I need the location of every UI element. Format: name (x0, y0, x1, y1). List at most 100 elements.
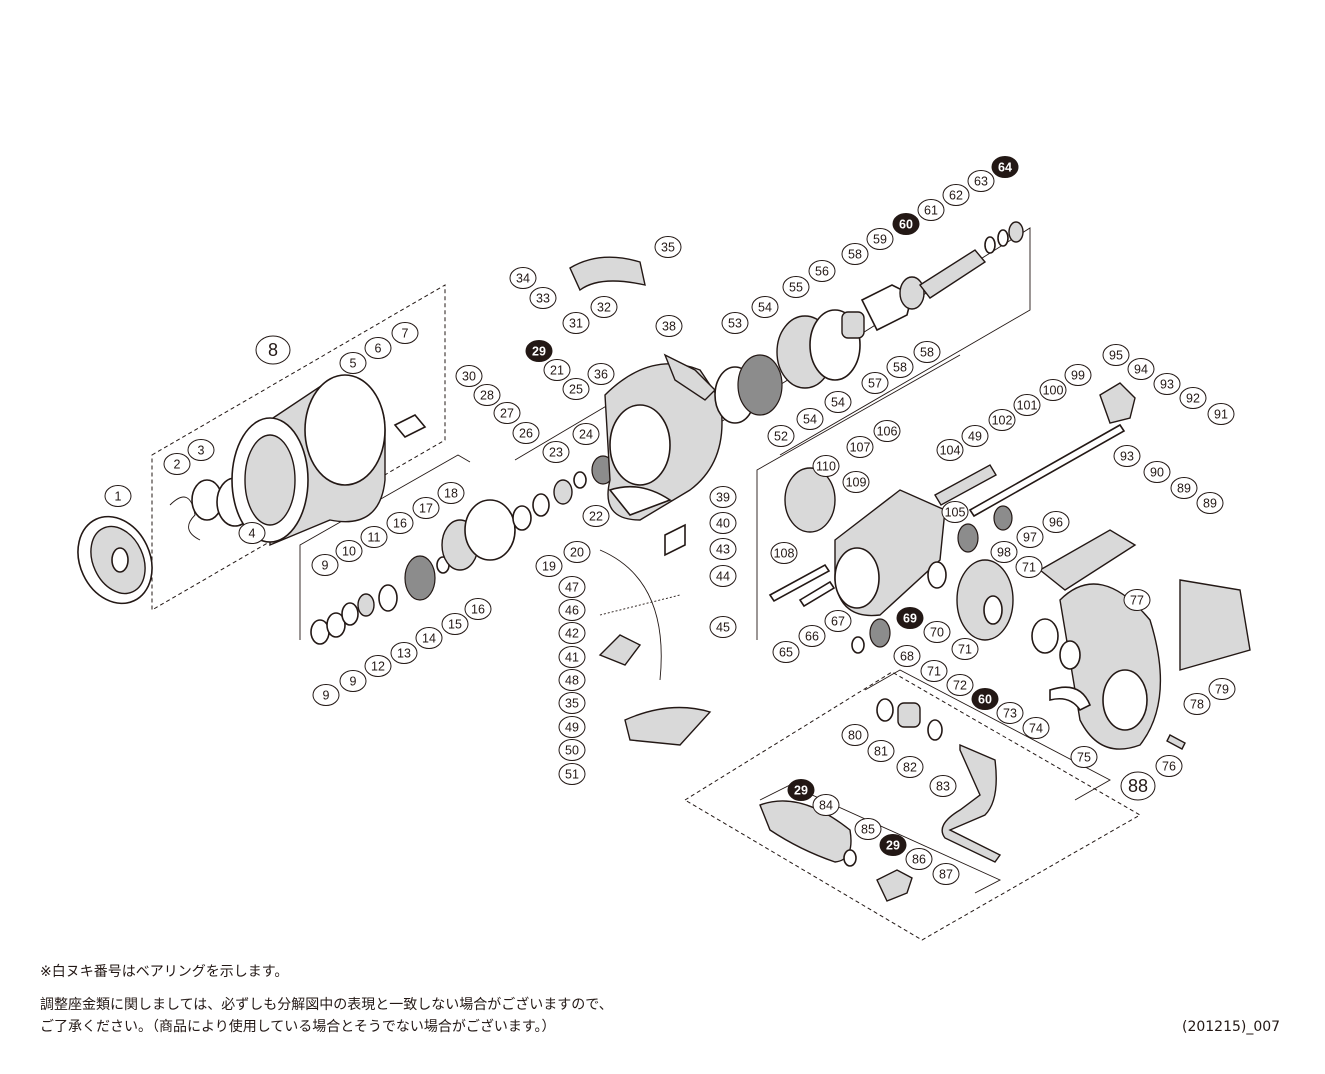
handle-side-box (864, 669, 1111, 801)
part-callout: 13 (390, 642, 418, 664)
callout-circle (563, 541, 591, 563)
callout-circle (767, 425, 795, 447)
callout-circle (920, 660, 948, 682)
diagram-code: (201215)_007 (1182, 1019, 1281, 1035)
callout-circle (464, 598, 492, 620)
part-callout: 108 (770, 542, 798, 564)
callout-number: 16 (471, 603, 485, 617)
part-callout: 54 (824, 391, 852, 413)
callout-number: 23 (549, 446, 563, 460)
callout-number: 60 (899, 218, 913, 232)
part-callout: 101 (1013, 394, 1041, 416)
callout-number: 57 (868, 377, 882, 391)
callout-circle (941, 501, 969, 523)
callout-number: 58 (893, 361, 907, 375)
part-callout: 9 (339, 670, 367, 692)
callout-number: 71 (927, 665, 941, 679)
callout-number: 96 (1049, 516, 1063, 530)
callout-number: 54 (831, 396, 845, 410)
part-callout: 4 (238, 522, 266, 544)
callout-number: 33 (536, 292, 550, 306)
callout-circle (929, 775, 957, 797)
bearing-callout: 64 (991, 156, 1019, 178)
part-callout: 90 (1143, 461, 1171, 483)
callout-number: 34 (516, 272, 530, 286)
part-callout: 23 (542, 441, 570, 463)
callout-circle (751, 296, 779, 318)
part-callout: 63 (967, 170, 995, 192)
callout-number: 29 (532, 345, 546, 359)
part-callout: 50 (558, 739, 586, 761)
part-callout: 30 (455, 365, 483, 387)
bail-spring (599, 594, 681, 616)
callout-number: 73 (1003, 707, 1017, 721)
callout-number: 38 (662, 320, 676, 334)
callout-circle (1113, 445, 1141, 467)
callout-number: 84 (819, 799, 833, 813)
part-callout: 58 (913, 341, 941, 363)
bearing-note: ※白ヌキ番号はベアリングを示します。 (40, 964, 289, 980)
drive-gear (956, 559, 1014, 641)
body-cover (1038, 529, 1251, 750)
part-callout: 102 (988, 409, 1016, 431)
part-callout: 100 (1039, 379, 1067, 401)
callout-number: 30 (462, 370, 476, 384)
callout-number: 78 (1190, 698, 1204, 712)
callout-circle (587, 363, 615, 385)
line-roller-arm (569, 256, 646, 292)
callout-circle (812, 794, 840, 816)
callout-number: 72 (953, 679, 967, 693)
bearing-callout: 29 (879, 834, 907, 856)
callout-number: 61 (924, 204, 938, 218)
callout-circle (558, 599, 586, 621)
callout-number: 24 (579, 428, 593, 442)
callout-number: 54 (758, 301, 772, 315)
callout-circle (1064, 364, 1092, 386)
callout-number: 93 (1120, 450, 1134, 464)
part-callout: 7 (391, 322, 419, 344)
handle-group-box (684, 671, 1142, 941)
part-callout: 42 (558, 622, 586, 644)
callout-circle (386, 512, 414, 534)
part-callout: 55 (782, 276, 810, 298)
callout-number: 29 (794, 784, 808, 798)
callout-circle (721, 312, 749, 334)
worm-shaft (934, 464, 997, 506)
assembly-callout: 8 (255, 335, 291, 365)
callout-circle (824, 391, 852, 413)
part-callout: 94 (1127, 358, 1155, 380)
callout-circle (991, 156, 1019, 178)
callout-number: 71 (958, 643, 972, 657)
bail-arm (624, 706, 712, 746)
callout-circle (996, 702, 1024, 724)
knob-group-box (759, 784, 1002, 894)
bail-clip (664, 523, 686, 557)
callout-circle (558, 622, 586, 644)
callout-number: 22 (589, 510, 603, 524)
callout-circle (1183, 693, 1211, 715)
callout-number: 76 (1162, 760, 1176, 774)
callout-circle (558, 646, 586, 668)
part-callout: 39 (709, 486, 737, 508)
part-callout: 71 (951, 638, 979, 660)
callout-circle (936, 439, 964, 461)
callout-number: 89 (1177, 482, 1191, 496)
callout-circle (360, 526, 388, 548)
part-callout: 95 (1102, 344, 1130, 366)
callout-number: 8 (268, 340, 278, 360)
callout-circle (990, 541, 1018, 563)
callout-circle (558, 739, 586, 761)
callout-circle (391, 322, 419, 344)
callout-number: 43 (716, 543, 730, 557)
part-callout: 18 (437, 482, 465, 504)
part-callout: 73 (996, 702, 1024, 724)
gear (993, 505, 1013, 531)
callout-circle (709, 616, 737, 638)
drag-washers (310, 455, 615, 645)
callout-circle (1155, 755, 1183, 777)
callout-circle (917, 199, 945, 221)
callout-number: 41 (565, 651, 579, 665)
part-callout: 76 (1155, 755, 1183, 777)
callout-circle (104, 485, 132, 507)
part-callout: 9 (312, 684, 340, 706)
